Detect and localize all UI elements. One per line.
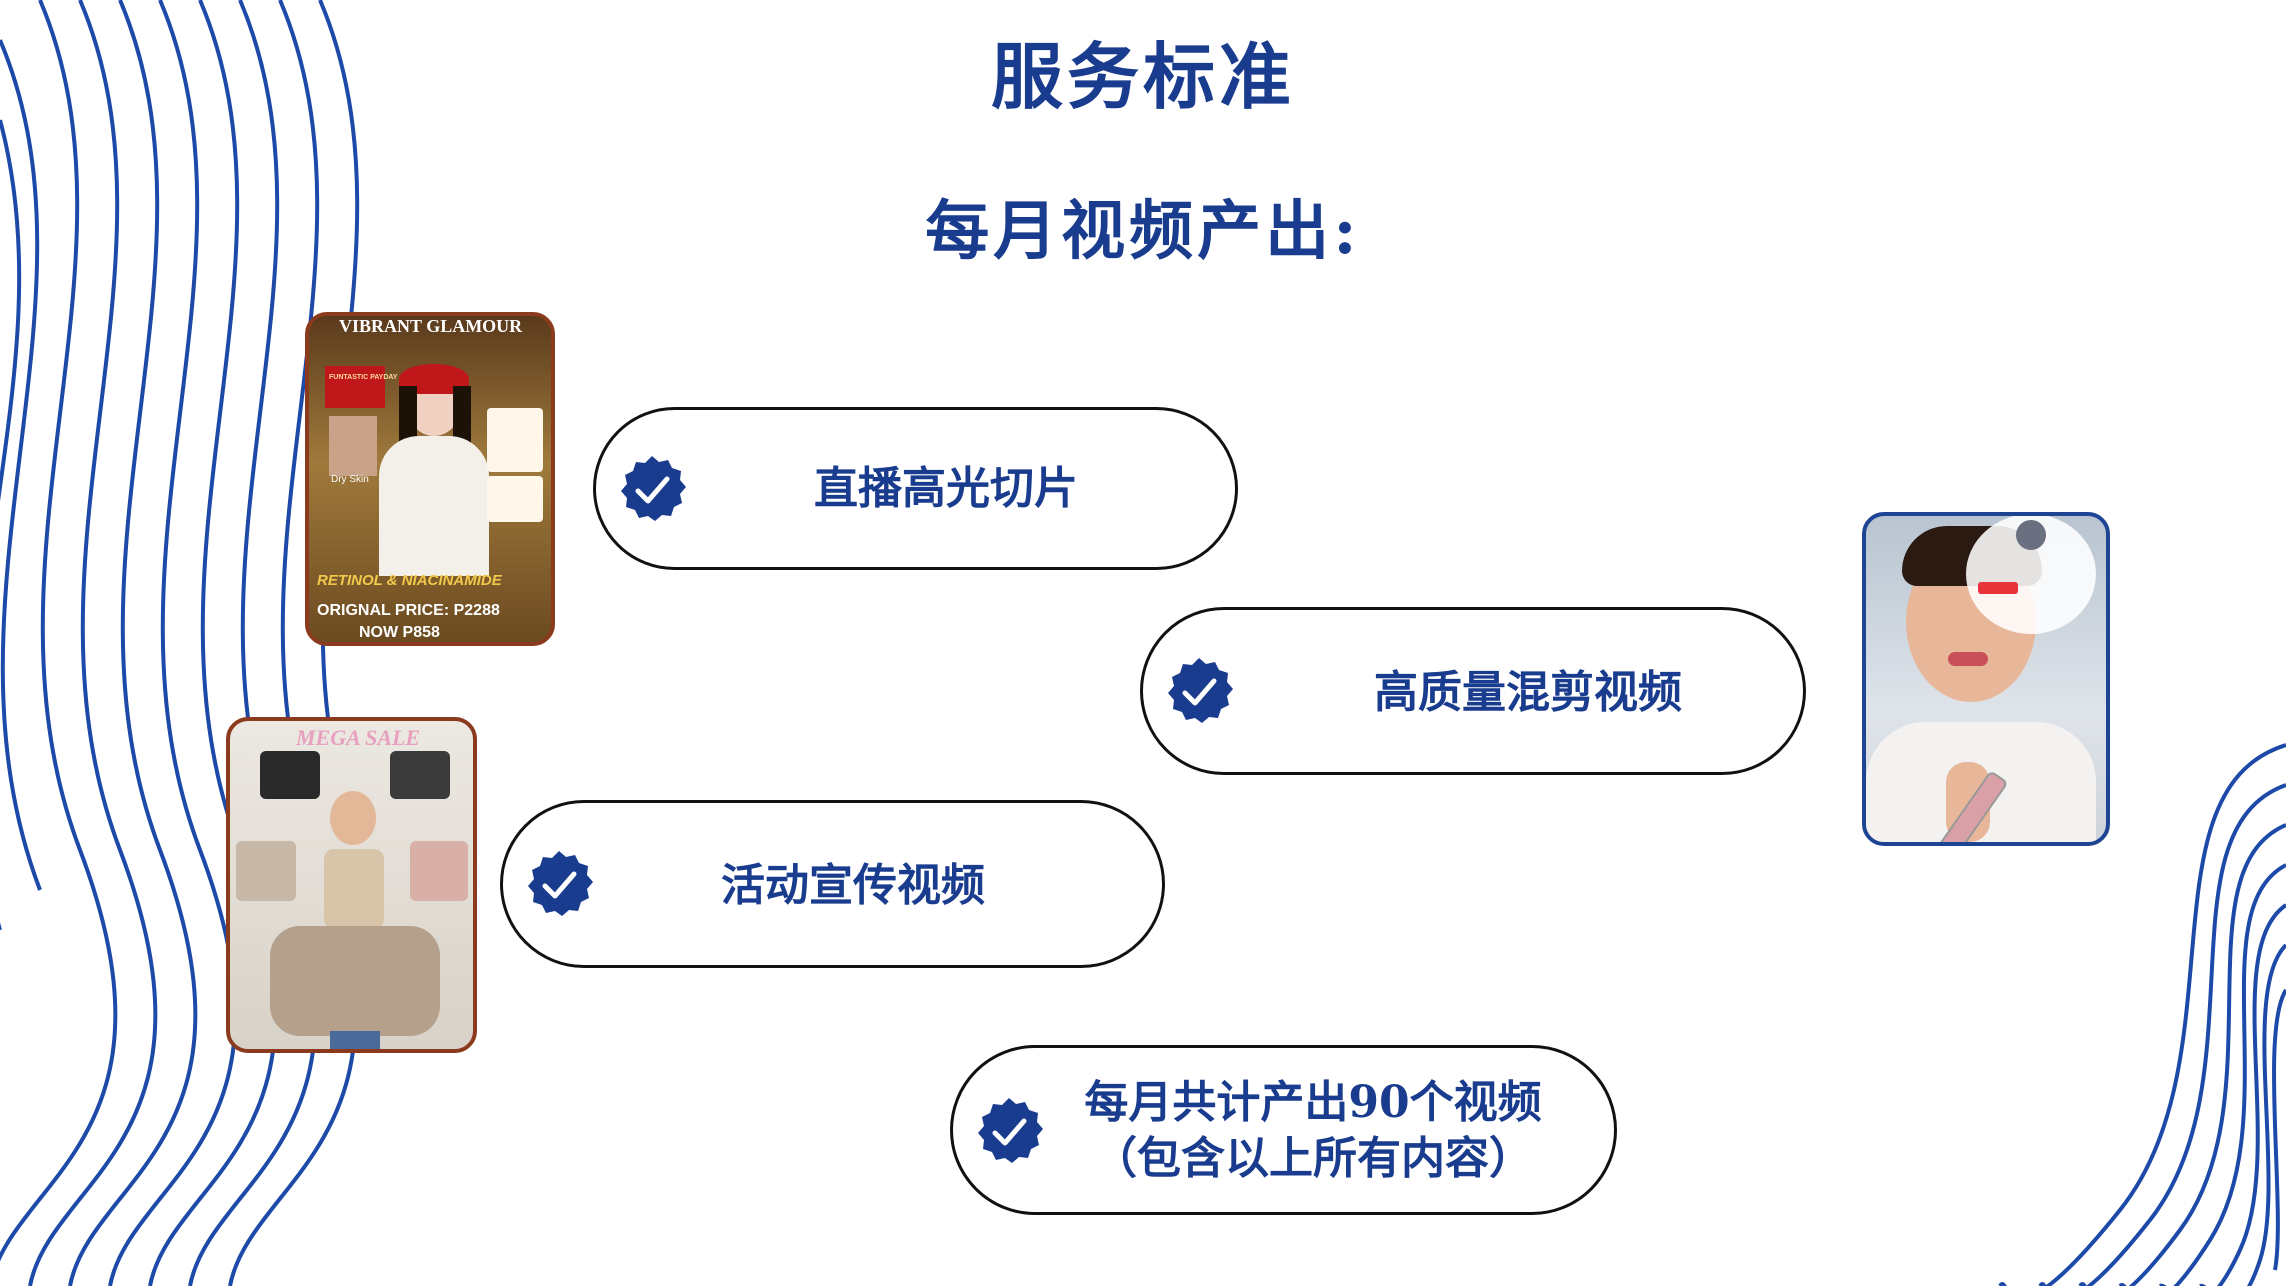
check-badge-icon <box>621 456 686 521</box>
sale-price: NOW P858 <box>359 624 440 641</box>
profile-avatar <box>2016 520 2046 550</box>
product-name: RETINOL & NIACINAMIDE <box>317 572 502 589</box>
check-badge-icon <box>528 851 593 916</box>
shelf-bag <box>236 841 296 901</box>
check-badge-icon <box>1168 658 1233 723</box>
left-panel <box>329 416 377 476</box>
shelf-bag <box>390 751 450 799</box>
shelf-bag <box>410 841 468 901</box>
service-item-monthly-total: 每月共计产出90个视频 （包含以上所有内容） <box>950 1045 1617 1215</box>
shelf-bag <box>260 751 320 799</box>
service-item-campaign-videos: 活动宣传视频 <box>500 800 1165 968</box>
service-item-label-line1: 每月共计产出90个视频 <box>1084 1077 1542 1128</box>
page-title: 服务标准 <box>990 34 1295 119</box>
service-item-label-line2: （包含以上所有内容） <box>1093 1133 1533 1184</box>
host-figure <box>379 364 489 576</box>
service-item-live-clips: 直播高光切片 <box>593 407 1238 570</box>
thumbnail-brand-text: VIBRANT GLAMOUR <box>339 316 523 336</box>
check-badge-icon <box>978 1098 1043 1163</box>
service-item-mix-videos: 高质量混剪视频 <box>1140 607 1806 775</box>
original-price: ORIGNAL PRICE: P2288 <box>317 602 500 619</box>
thumbnail-beauty-live: VIBRANT GLAMOUR FUNTASTIC PAYDAY Dry Ski… <box>305 312 555 646</box>
profile-badge <box>1978 582 2018 594</box>
page-subtitle: 每月视频产出: <box>925 194 1361 269</box>
promo-banner <box>325 366 385 408</box>
sale-banner-text: MEGA SALE <box>296 725 421 750</box>
product-card <box>487 476 543 522</box>
skin-tag: Dry Skin <box>331 474 369 485</box>
service-item-label: 高质量混剪视频 <box>1374 667 1682 718</box>
thumbnail-lip-product <box>1862 512 2110 846</box>
thumbnail-bag-sale: MEGA SALE <box>226 717 477 1053</box>
service-item-label: 活动宣传视频 <box>721 860 985 911</box>
wave-lines-right <box>1998 743 2286 1286</box>
product-card <box>487 408 543 472</box>
model-figure <box>270 791 440 1049</box>
service-item-label: 直播高光切片 <box>814 463 1078 514</box>
promo-banner-text: FUNTASTIC PAYDAY <box>329 374 398 381</box>
